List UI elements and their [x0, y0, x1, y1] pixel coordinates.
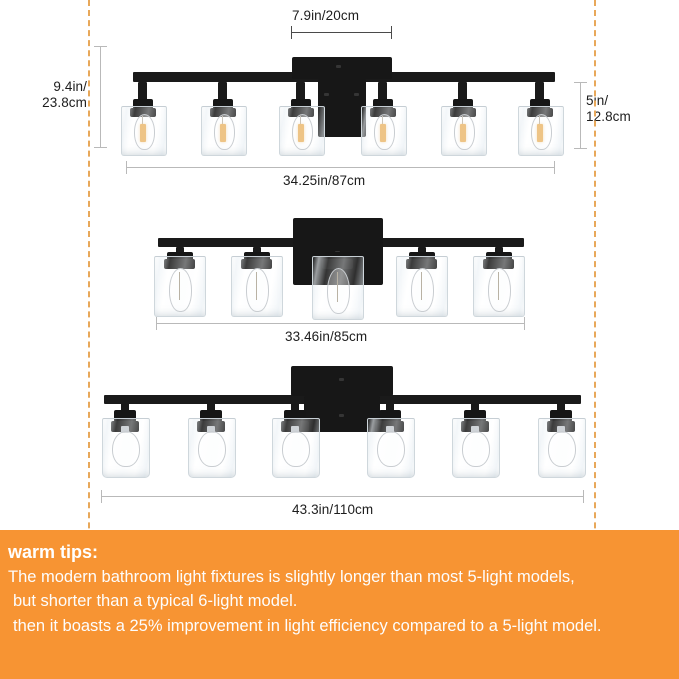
dim-width-line-3 [101, 496, 584, 497]
socket-stem [296, 82, 305, 101]
socket-stem [386, 403, 394, 413]
mount-plate-top [293, 218, 383, 241]
bulb-envelope [548, 431, 576, 467]
socket-cap [453, 99, 473, 109]
dim-height-label-line1: 9.4in/ [53, 79, 87, 94]
socket-stem [458, 82, 467, 101]
socket-stem [207, 403, 215, 413]
bulb-envelope [134, 114, 155, 150]
bulb-base [557, 426, 565, 433]
dim-width-line-1 [126, 167, 555, 168]
socket-stem [471, 403, 479, 413]
bulb-envelope [112, 431, 140, 467]
bulb-envelope [198, 431, 226, 467]
dim-height-label-line2: 23.8cm [42, 94, 87, 110]
bulb-envelope [246, 268, 269, 312]
plate-screw [324, 93, 329, 96]
bulb-base [291, 426, 299, 433]
socket-stem [121, 403, 129, 413]
socket-cap [291, 99, 311, 109]
warm-tips-line-2: but shorter than a typical 6-light model… [13, 592, 298, 611]
dim-width-tick-right-2 [524, 317, 525, 330]
dim-shade-height-line [580, 82, 581, 148]
bulb-envelope [377, 431, 405, 467]
bulb-envelope [327, 268, 350, 314]
plate-screw [354, 93, 359, 96]
bulb-base [121, 426, 129, 433]
dim-width-line-2 [156, 323, 525, 324]
dim-width-tick-left-2 [156, 317, 157, 330]
dim-width-label-3: 43.3in/110cm [292, 502, 374, 517]
bulb-envelope [292, 114, 313, 150]
dim-width-tick-left-1 [126, 161, 127, 174]
socket-stem [218, 82, 227, 101]
filament-stem [421, 272, 422, 300]
dim-shade-height-tick-top [574, 82, 587, 83]
dim-width-label-1: 34.25in/87cm [283, 173, 366, 188]
dim-height-line [100, 46, 101, 147]
dim-shade-height-label-line2: 12.8cm [586, 108, 631, 124]
dim-width-tick-right-1 [554, 161, 555, 174]
dim-plate-width-tick-right [391, 26, 392, 39]
dim-height-tick-bottom [94, 147, 107, 148]
mount-plate-top [291, 366, 393, 396]
socket-stem [138, 82, 147, 101]
bulb-base [207, 426, 215, 433]
bulb-envelope [488, 268, 511, 312]
socket-stem [378, 82, 387, 101]
dim-plate-width-tick-left [291, 26, 292, 39]
bulb-envelope [462, 431, 490, 467]
plate-screw [336, 65, 341, 68]
plate-screw [339, 378, 344, 381]
socket-cap [133, 99, 153, 109]
bulb-envelope [282, 431, 310, 467]
plate-screw [339, 414, 344, 417]
warm-tips-banner: warm tips: The modern bathroom light fix… [0, 530, 679, 679]
dim-width-tick-left-3 [101, 490, 102, 503]
mount-plate-top [292, 57, 392, 79]
bulb-base [386, 426, 394, 433]
socket-stem [557, 403, 565, 413]
filament-stem [337, 272, 338, 302]
warm-tips-title: warm tips: [8, 542, 99, 562]
socket-stem [291, 403, 299, 413]
bulb-envelope [411, 268, 434, 312]
bulb-envelope [169, 268, 192, 312]
filament-stem [256, 272, 257, 300]
dashed-guide-right [594, 0, 596, 679]
filament-stem [498, 272, 499, 300]
dim-plate-width-line [291, 32, 392, 33]
glass-shade [538, 418, 586, 478]
dim-shade-height-label-line1: 5in/ [586, 93, 609, 108]
dim-height-label: 9.4in/ 23.8cm [21, 79, 87, 111]
bulb-envelope [214, 114, 235, 150]
dim-plate-width-label: 7.9in/20cm [292, 8, 360, 23]
warm-tips-line-1: The modern bathroom light fixtures is sl… [8, 568, 575, 586]
filament-stem [179, 272, 180, 300]
bulb-envelope [454, 114, 475, 150]
dim-shade-height-label: 5in/ 12.8cm [586, 93, 631, 125]
socket-cap [530, 99, 550, 109]
socket-stem [535, 82, 544, 101]
dim-width-tick-right-3 [583, 490, 584, 503]
mount-plate-body [318, 79, 366, 137]
bulb-envelope [374, 114, 395, 150]
dim-height-tick-top [94, 46, 107, 47]
socket-cap [373, 99, 393, 109]
bulb-base [471, 426, 479, 433]
warm-tips-line-3: then it boasts a 25% improvement in ligh… [13, 616, 602, 635]
socket-cap [213, 99, 233, 109]
dashed-guide-left [88, 0, 90, 679]
bulb-envelope [531, 114, 552, 150]
dim-width-label-2: 33.46in/85cm [285, 329, 368, 344]
dim-shade-height-tick-bottom [574, 148, 587, 149]
